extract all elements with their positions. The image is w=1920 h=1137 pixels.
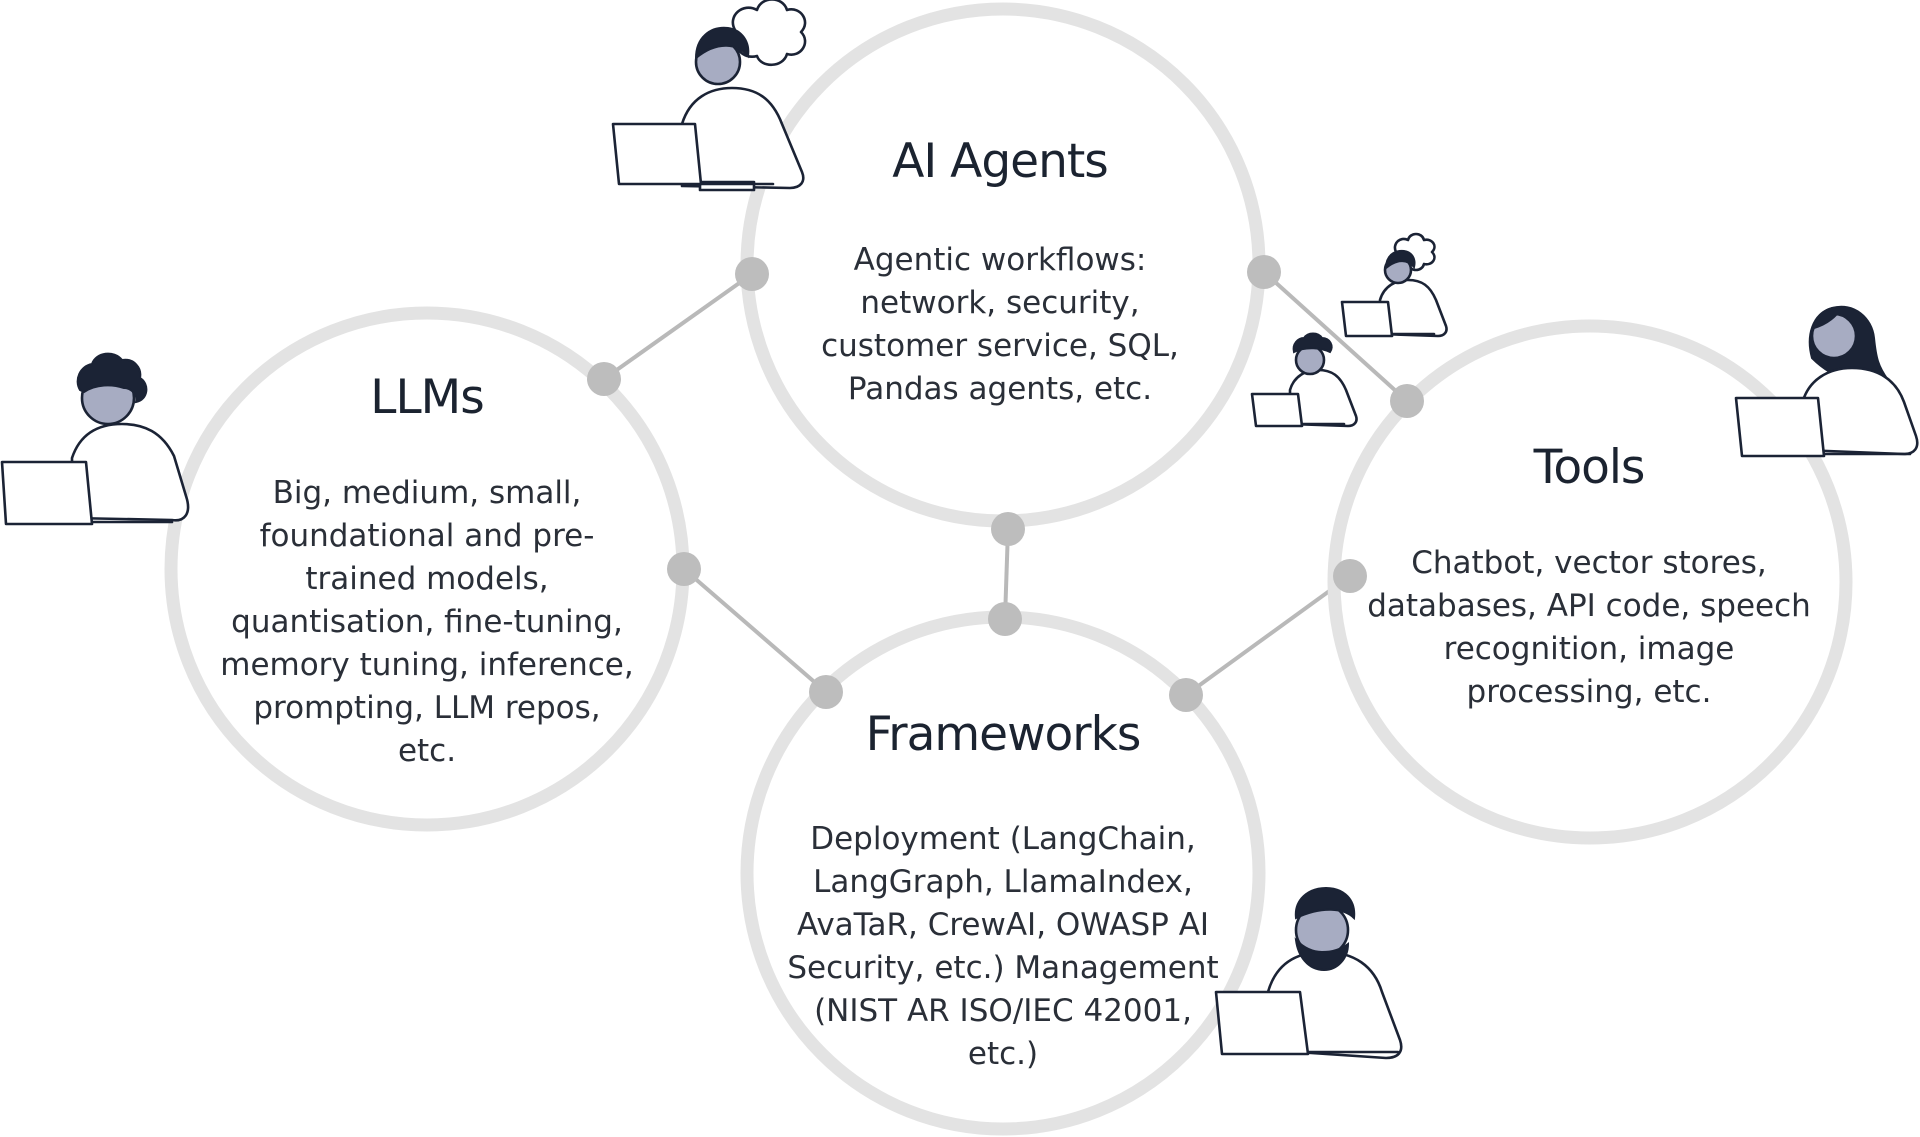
cluster-line: Chatbot, vector stores, (1411, 545, 1767, 581)
cluster-line: Security, etc.) Management (787, 950, 1218, 986)
cluster-line: Deployment (LangChain, (810, 821, 1196, 857)
cluster-line: databases, API code, speech (1367, 588, 1811, 624)
cluster-line: AvaTaR, CrewAI, OWASP AI (797, 907, 1209, 943)
cluster-frameworks: Frameworks Deployment (LangChain, LangGr… (787, 707, 1218, 1072)
connector-llms-frameworks (682, 567, 828, 694)
node (809, 675, 843, 709)
cluster-line: Pandas agents, etc. (848, 371, 1152, 407)
cluster-line: foundational and pre- (260, 518, 595, 554)
cluster-line: customer service, SQL, (821, 328, 1179, 364)
node (1333, 559, 1367, 593)
cluster-title: Frameworks (866, 707, 1141, 762)
cluster-line: Big, medium, small, (273, 475, 582, 511)
connector-nodes (587, 255, 1424, 712)
connector-tools-frameworks (1184, 574, 1352, 697)
small-person-at-laptop-icon (1250, 332, 1358, 428)
person-with-thought-bubble-at-laptop-icon (611, 0, 807, 192)
node (587, 362, 621, 396)
connector-llms-agents (602, 272, 754, 381)
person-long-hair-at-laptop-icon (1734, 305, 1919, 458)
cluster-line: memory tuning, inference, (220, 647, 633, 683)
cluster-line: Agentic workflows: (854, 242, 1147, 278)
person-curly-hair-at-laptop-icon (0, 352, 190, 526)
node (991, 512, 1025, 546)
cluster-ai-agents: AI Agents Agentic workflows: network, se… (821, 134, 1179, 407)
cluster-line: trained models, (305, 561, 548, 597)
cluster-line: etc. (398, 733, 456, 769)
node (1169, 678, 1203, 712)
cluster-llms: LLMs Big, medium, small, foundational an… (220, 370, 633, 769)
cluster-line: network, security, (860, 285, 1139, 321)
cluster-line: quantisation, fine-tuning, (231, 604, 623, 640)
node (735, 257, 769, 291)
small-person-with-thought-bubble-icon (1340, 232, 1448, 338)
cluster-line: prompting, LLM repos, (253, 690, 600, 726)
bearded-person-at-laptop-icon (1214, 886, 1403, 1060)
cluster-line: LangGraph, LlamaIndex, (813, 864, 1193, 900)
cluster-line: (NIST AR ISO/IEC 42001, (814, 993, 1192, 1029)
node (1247, 255, 1281, 289)
node (988, 602, 1022, 636)
cluster-line: processing, etc. (1467, 674, 1712, 710)
cluster-title: Tools (1533, 440, 1645, 495)
node (667, 552, 701, 586)
cluster-line: etc.) (968, 1036, 1038, 1072)
ring-tools (1327, 319, 1853, 845)
cluster-line: recognition, image (1444, 631, 1735, 667)
node (1390, 384, 1424, 418)
cluster-title: AI Agents (892, 134, 1108, 189)
cluster-title: LLMs (370, 370, 483, 425)
connector-agents-tools (1262, 270, 1409, 403)
cluster-tools: Tools Chatbot, vector stores, databases,… (1367, 440, 1811, 710)
